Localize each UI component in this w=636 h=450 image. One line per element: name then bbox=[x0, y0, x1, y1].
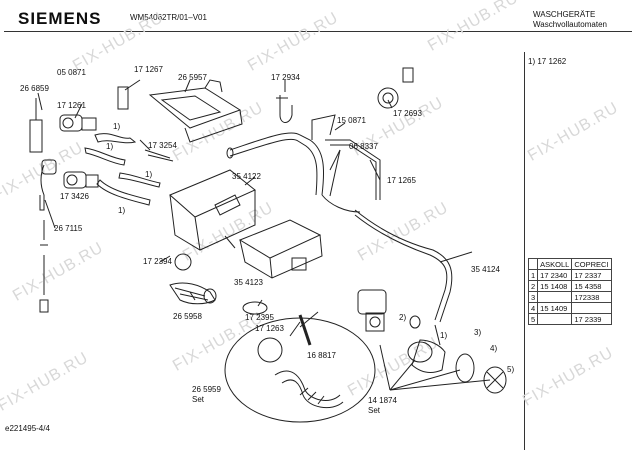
part-label: 14 1874 bbox=[368, 396, 397, 405]
part-label: 17 1265 bbox=[387, 176, 416, 185]
part-callout: 2) bbox=[399, 313, 407, 322]
brand-logo: SIEMENS bbox=[18, 9, 102, 28]
part-label: 17 2693 bbox=[393, 109, 422, 118]
part-callout: 4) bbox=[490, 344, 498, 353]
part-label: 26 5959 bbox=[192, 385, 221, 394]
part-label: 17 3254 bbox=[148, 141, 177, 150]
part-label: 05 0871 bbox=[57, 68, 86, 77]
table-row: 1 17 2340 17 2337 bbox=[527, 269, 612, 281]
part-label: 26 6859 bbox=[20, 84, 49, 93]
part-label: 35 4124 bbox=[471, 265, 500, 274]
part-label: 06 8337 bbox=[349, 142, 378, 151]
part-label: 1) bbox=[145, 170, 153, 179]
part-label: 26 5957 bbox=[178, 73, 207, 82]
document-id: e221495-4/4 bbox=[5, 424, 50, 433]
part-label: 1) bbox=[118, 206, 126, 215]
part-callout: 5) bbox=[507, 365, 515, 374]
part-label: 26 5958 bbox=[173, 312, 202, 321]
model-number: WM54062TR/01–V01 bbox=[130, 13, 207, 22]
part-label: 17 1267 bbox=[134, 65, 163, 74]
category-title: WASCHGERÄTE bbox=[533, 10, 596, 19]
part-callout: 3) bbox=[474, 328, 482, 337]
part-label: 1) bbox=[106, 142, 114, 151]
part-label: Set bbox=[368, 406, 381, 415]
part-label: 16 8817 bbox=[307, 351, 336, 360]
part-label: 17 2394 bbox=[143, 257, 172, 266]
table-row: 2 15 1408 15 4358 bbox=[527, 280, 612, 292]
part-callout: 1) bbox=[440, 331, 448, 340]
part-label: 26 7115 bbox=[54, 224, 83, 233]
side-panel-divider bbox=[524, 52, 525, 450]
part-label: 17 1263 bbox=[255, 324, 284, 333]
table-header-empty bbox=[527, 258, 539, 270]
part-label: 17 1261 bbox=[57, 101, 86, 110]
supplier-part-table: ASKOLL COPRECI 1 17 2340 17 2337 2 15 14… bbox=[527, 258, 612, 325]
header-divider bbox=[4, 31, 632, 32]
table-header-askoll: ASKOLL bbox=[537, 258, 573, 270]
part-label: 17 2395 bbox=[245, 313, 274, 322]
table-row: 4 15 1409 bbox=[527, 302, 612, 314]
part-label: 35 4123 bbox=[234, 278, 263, 287]
part-label: Set bbox=[192, 395, 205, 404]
table-row: 5 17 2339 bbox=[527, 313, 612, 325]
category-subtitle: Waschvollautomaten bbox=[533, 20, 607, 29]
part-label: 17 3426 bbox=[60, 192, 89, 201]
part-label: 17 2934 bbox=[271, 73, 300, 82]
part-label: 35 4122 bbox=[232, 172, 261, 181]
part-label: 15 0871 bbox=[337, 116, 366, 125]
part-label: 1) bbox=[113, 122, 121, 131]
table-header-copreci: COPRECI bbox=[571, 258, 612, 270]
footnote: 1) 17 1262 bbox=[528, 57, 567, 66]
table-row: 3 172338 bbox=[527, 291, 612, 303]
